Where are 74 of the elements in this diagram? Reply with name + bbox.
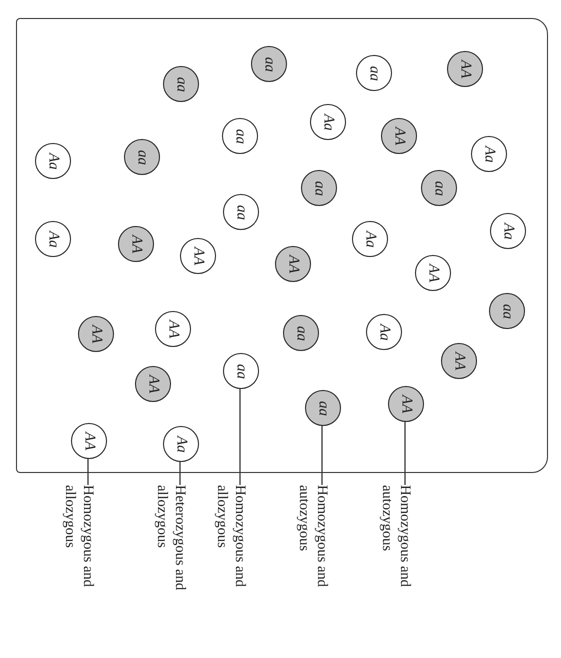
genotype-circle — [223, 194, 259, 230]
genotype-text: aa — [232, 128, 248, 144]
callout-label: Heterozygous and allozygous — [153, 485, 189, 597]
genotype-text: Aa — [46, 230, 60, 248]
genotype-text: aa — [366, 66, 382, 80]
genotype-text: AA — [88, 324, 104, 344]
leader-line — [239, 388, 241, 485]
genotype-text: aa — [174, 76, 188, 92]
frame-box — [16, 18, 548, 473]
shaded-genotype-circle — [275, 246, 311, 282]
callout-label: Homozygous and allozygous — [61, 485, 97, 597]
shaded-genotype-circle — [301, 170, 337, 206]
genotype-circle — [222, 118, 258, 154]
leader-line — [404, 421, 406, 485]
genotype-circle — [415, 255, 451, 291]
genotype-circle — [223, 353, 259, 389]
shaded-genotype-circle — [163, 66, 199, 102]
genotype-text: aa — [432, 180, 446, 196]
genotype-text: Aa — [362, 230, 378, 248]
genotype-circle — [490, 213, 526, 249]
genotype-text: Aa — [46, 152, 60, 170]
shaded-genotype-circle — [305, 390, 341, 426]
genotype-text: Aa — [500, 222, 516, 240]
genotype-circle — [352, 221, 388, 257]
genotype-text: aa — [134, 150, 150, 164]
genotype-text: AA — [458, 60, 472, 78]
genotype-text: aa — [500, 304, 514, 318]
genotype-text: aa — [262, 56, 276, 72]
shaded-genotype-circle — [283, 315, 319, 351]
shaded-genotype-circle — [251, 46, 287, 82]
genotype-text: Aa — [376, 324, 392, 340]
shaded-genotype-circle — [421, 170, 457, 206]
genotype-circle — [155, 311, 191, 347]
shaded-genotype-circle — [381, 118, 417, 154]
shaded-genotype-circle — [441, 343, 477, 379]
shaded-genotype-circle — [489, 293, 525, 329]
genotype-circle — [310, 104, 346, 140]
genotype-text: AA — [190, 246, 206, 266]
genotype-circle — [35, 143, 71, 179]
genotype-text: Aa — [174, 436, 188, 452]
genotype-text: AA — [286, 254, 300, 274]
genotype-text: Aa — [482, 146, 496, 162]
shaded-genotype-circle — [135, 366, 171, 402]
genotype-text: AA — [392, 126, 406, 146]
shaded-genotype-circle — [124, 139, 160, 175]
shaded-genotype-circle — [78, 316, 114, 352]
genotype-circle — [180, 238, 216, 274]
genotype-circle — [71, 423, 107, 459]
genotype-text: aa — [312, 180, 326, 196]
genotype-circle — [356, 55, 392, 91]
shaded-genotype-circle — [447, 51, 483, 87]
genotype-text: aa — [234, 364, 248, 378]
genotype-text: AA — [128, 234, 144, 254]
genotype-circle — [35, 221, 71, 257]
genotype-text: aa — [294, 326, 308, 340]
genotype-text: AA — [146, 374, 160, 394]
genotype-text: Aa — [320, 114, 336, 130]
leader-line — [87, 458, 89, 485]
genotype-text: aa — [234, 204, 248, 220]
callout-label: Homozygous and autozygous — [295, 485, 331, 597]
genotype-circle — [163, 426, 199, 462]
callout-label: Homozygous and autozygous — [378, 485, 414, 597]
shaded-genotype-circle — [118, 226, 154, 262]
genotype-text: AA — [426, 264, 440, 282]
genotype-text: AA — [166, 320, 180, 338]
genotype-text: AA — [452, 352, 466, 370]
leader-line — [321, 425, 323, 485]
genotype-text: aa — [316, 400, 330, 416]
shaded-genotype-circle — [388, 386, 424, 422]
genotype-text: AA — [398, 394, 414, 414]
genotype-text: AA — [82, 432, 96, 450]
genotype-circle — [471, 136, 507, 172]
leader-line — [179, 461, 181, 485]
genotype-circle — [366, 314, 402, 350]
